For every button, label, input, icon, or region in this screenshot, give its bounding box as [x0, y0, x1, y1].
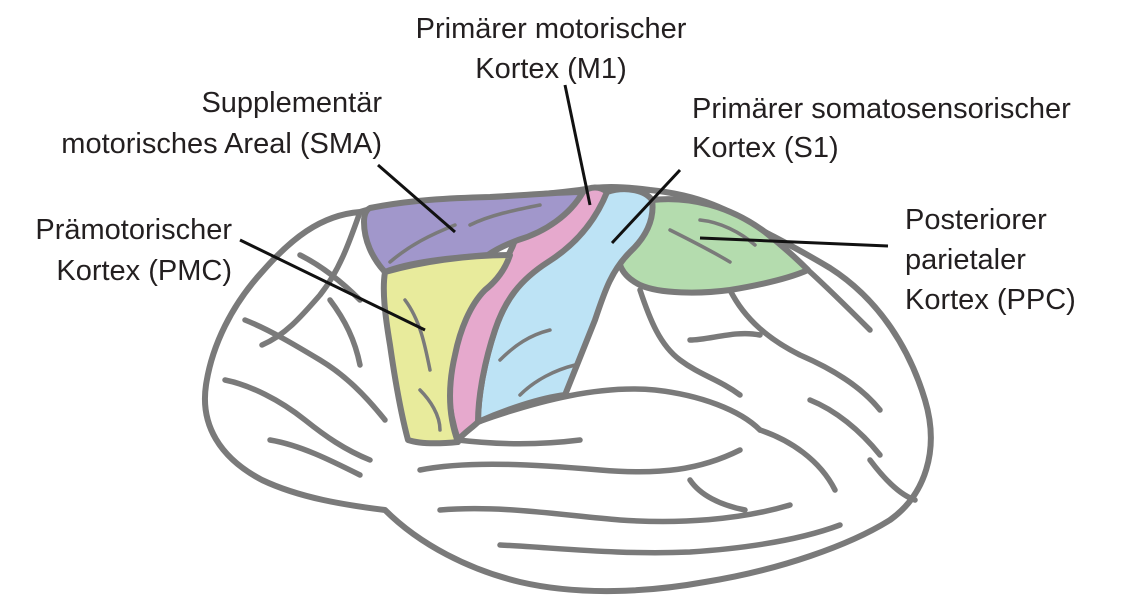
label-ppc-line1: Posteriorer [905, 204, 1047, 236]
label-ppc-line2: parietaler [905, 244, 1026, 276]
label-ppc-line3: Kortex (PPC) [905, 284, 1076, 316]
label-s1-line1: Primärer somatosensorischer [692, 93, 1071, 125]
label-s1-line2: Kortex (S1) [692, 132, 839, 164]
label-sma-line1: Supplementär [201, 87, 382, 119]
leader-m1 [565, 85, 590, 205]
label-sma-line2: motorisches Areal (SMA) [61, 128, 382, 160]
label-pmc-line1: Prämotorischer [35, 214, 232, 246]
label-m1-line2: Kortex (M1) [475, 53, 626, 85]
label-m1-line1: Primärer motorischer [416, 13, 687, 45]
label-pmc-line2: Kortex (PMC) [56, 255, 232, 287]
